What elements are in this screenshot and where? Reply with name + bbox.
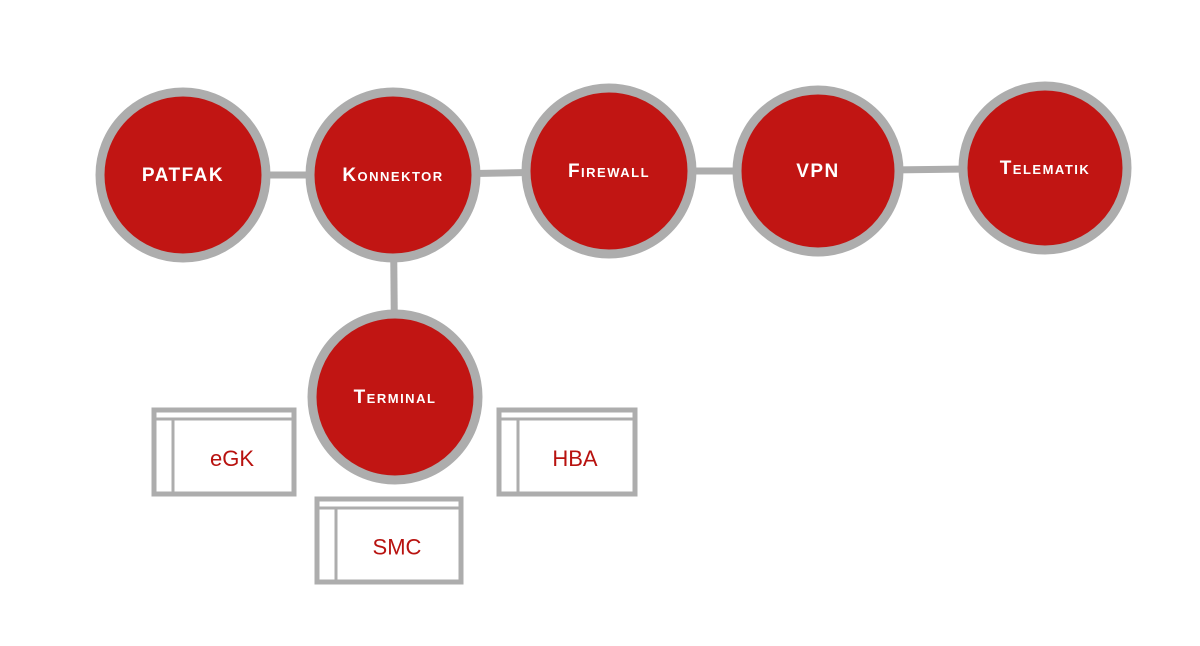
card-hba-frame	[496, 407, 638, 497]
node-terminal-label: Terminal	[354, 387, 437, 408]
card-egk-frame	[151, 407, 297, 497]
node-konnektor-circle	[305, 87, 481, 263]
node-vpn-label: VPN	[796, 161, 840, 182]
node-terminal[interactable]: Terminal	[307, 309, 483, 485]
node-patfak-circle	[95, 87, 271, 263]
node-group: PATFAK Konnektor Firewall VPN TelematikTermi…	[95, 81, 1132, 485]
card-smc-label: SMC	[373, 534, 422, 559]
node-firewall[interactable]: Firewall	[521, 83, 697, 259]
node-telematik-circle	[958, 81, 1132, 255]
card-hba-label: HBA	[552, 446, 598, 471]
node-terminal-circle	[307, 309, 483, 485]
card-egk[interactable]: eGK	[151, 407, 297, 497]
node-patfak-label: PATFAK	[142, 165, 224, 186]
node-firewall-circle	[521, 83, 697, 259]
card-egk-label: eGK	[210, 446, 254, 471]
card-smc-frame	[314, 496, 464, 585]
node-telematik[interactable]: Telematik	[958, 81, 1132, 255]
card-group: eGK HBA SMC	[151, 407, 638, 585]
card-hba[interactable]: HBA	[496, 407, 638, 497]
node-telematik-label: Telematik	[1000, 158, 1091, 179]
node-patfak[interactable]: PATFAK	[95, 87, 271, 263]
node-vpn[interactable]: VPN	[732, 85, 904, 257]
card-smc[interactable]: SMC	[314, 496, 464, 585]
node-konnektor-label: Konnektor	[342, 165, 443, 186]
node-konnektor[interactable]: Konnektor	[305, 87, 481, 263]
node-firewall-label: Firewall	[568, 161, 650, 182]
node-vpn-circle	[732, 85, 904, 257]
